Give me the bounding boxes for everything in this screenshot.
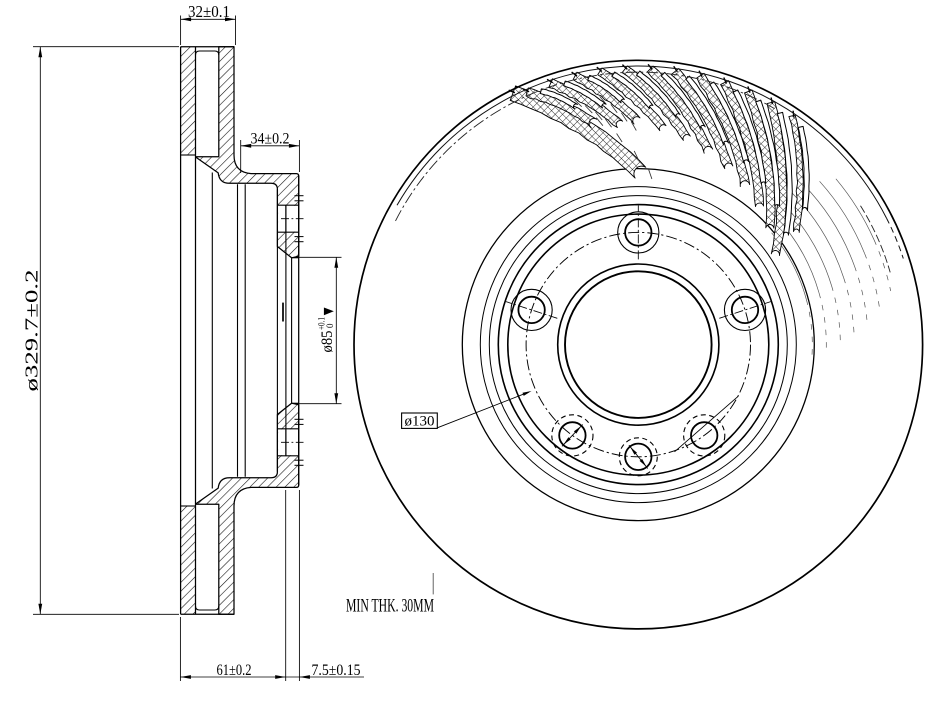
svg-text:ø329.7±0.2: ø329.7±0.2 <box>22 270 42 392</box>
svg-text:0: 0 <box>325 323 335 328</box>
svg-text:+0.1: +0.1 <box>317 317 327 330</box>
svg-text:32±0.1: 32±0.1 <box>188 2 230 21</box>
svg-text:MIN THK. 30MM: MIN THK. 30MM <box>346 597 434 617</box>
svg-text:34±0.2: 34±0.2 <box>251 130 290 147</box>
svg-text:ø130: ø130 <box>405 413 435 429</box>
svg-text:ø85: ø85 <box>319 331 336 353</box>
svg-text:61±0.2: 61±0.2 <box>217 662 252 679</box>
svg-text:7.5±0.15: 7.5±0.15 <box>312 662 361 679</box>
